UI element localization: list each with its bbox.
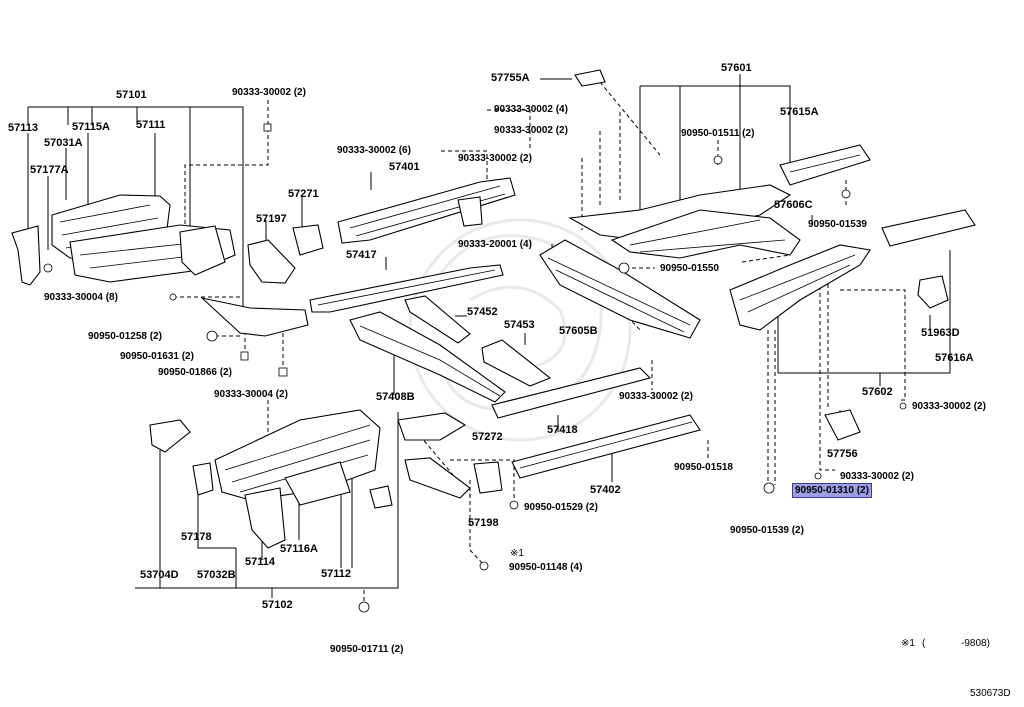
bolt-label-90333-30002-4[interactable]: 90333-30002 (4) [494, 104, 568, 115]
bolt-label-90950-01258-2[interactable]: 90950-01258 (2) [88, 331, 162, 342]
part-label-57453[interactable]: 57453 [504, 319, 535, 331]
bolt-label-90333-30002-2-a[interactable]: 90333-30002 (2) [232, 87, 306, 98]
part-label-57615a[interactable]: 57615A [780, 106, 819, 118]
part-label-57418[interactable]: 57418 [547, 424, 578, 436]
bolt-label-90950-01866-2[interactable]: 90950-01866 (2) [158, 367, 232, 378]
part-shapes [11, 69, 976, 613]
part-label-57602[interactable]: 57602 [862, 386, 893, 398]
footnote-open-paren: ( [922, 638, 926, 649]
diagram-id: 530673D [970, 688, 1011, 699]
part-label-57101[interactable]: 57101 [116, 89, 147, 101]
footnote-range: -9808) [961, 638, 990, 649]
part-label-53704d[interactable]: 53704D [140, 569, 179, 581]
part-label-57755a[interactable]: 57755A [491, 72, 530, 84]
bolt-label-90333-30002-2-c[interactable]: 90333-30002 (2) [458, 153, 532, 164]
part-label-57177a[interactable]: 57177A [30, 164, 69, 176]
part-label-57197[interactable]: 57197 [256, 213, 287, 225]
part-label-57606c[interactable]: 57606C [774, 199, 813, 211]
footnote-marker-callout: ※1 [510, 548, 524, 559]
bolt-label-90950-01539[interactable]: 90950-01539 [808, 219, 867, 230]
bolt-label-90950-01631-2[interactable]: 90950-01631 (2) [120, 351, 194, 362]
bolt-label-90333-30002-6[interactable]: 90333-30002 (6) [337, 145, 411, 156]
bolt-label-90333-30002-2-b[interactable]: 90333-30002 (2) [494, 125, 568, 136]
part-label-57402[interactable]: 57402 [590, 484, 621, 496]
bolt-label-90950-01148-4[interactable]: 90950-01148 (4) [509, 562, 583, 573]
bolt-label-90950-01529-2[interactable]: 90950-01529 (2) [524, 502, 598, 513]
part-label-57272[interactable]: 57272 [472, 431, 503, 443]
part-label-57452[interactable]: 57452 [467, 306, 498, 318]
part-label-57111[interactable]: 57111 [136, 119, 166, 131]
part-label-57113[interactable]: 57113 [8, 122, 38, 134]
part-label-57605b[interactable]: 57605B [559, 325, 598, 337]
bolt-label-90333-30002-2-d[interactable]: 90333-30002 (2) [912, 401, 986, 412]
bolt-label-90950-01310-2-highlighted[interactable]: 90950-01310 (2) [792, 483, 872, 498]
bolt-label-90333-20001-4[interactable]: 90333-20001 (4) [458, 239, 532, 250]
part-label-57271[interactable]: 57271 [288, 188, 319, 200]
part-label-57198[interactable]: 57198 [468, 517, 499, 529]
bolt-label-90333-30002-2-e[interactable]: 90333-30002 (2) [619, 391, 693, 402]
part-label-57116a[interactable]: 57116A [280, 543, 318, 555]
dashed-leader-lines [173, 81, 906, 603]
bolt-label-90950-01550[interactable]: 90950-01550 [660, 263, 719, 274]
bolt-label-90333-30004-2[interactable]: 90333-30004 (2) [214, 389, 288, 400]
part-label-57408b[interactable]: 57408B [376, 391, 415, 403]
part-label-57178[interactable]: 57178 [181, 531, 212, 543]
bolt-label-90950-01711-2[interactable]: 90950-01711 (2) [330, 644, 404, 655]
leader-lines [27, 74, 951, 598]
part-label-57032b[interactable]: 57032B [197, 569, 236, 581]
bolt-label-90333-30002-2-f[interactable]: 90333-30002 (2) [840, 471, 914, 482]
part-label-57115a[interactable]: 57115A [72, 121, 110, 133]
part-label-57401[interactable]: 57401 [389, 161, 420, 173]
part-label-57756[interactable]: 57756 [827, 448, 858, 460]
bolt-label-90950-01518[interactable]: 90950-01518 [674, 462, 733, 473]
footnote-symbol: ※1 [901, 638, 915, 649]
part-label-57031a[interactable]: 57031A [44, 137, 83, 149]
part-label-57601[interactable]: 57601 [721, 62, 752, 74]
bolt-label-90950-01539-2[interactable]: 90950-01539 (2) [730, 525, 804, 536]
bolt-label-90333-30004-8[interactable]: 90333-30004 (8) [44, 292, 118, 303]
part-label-57616a[interactable]: 57616A [935, 352, 974, 364]
part-label-57417[interactable]: 57417 [346, 249, 377, 261]
part-label-57114[interactable]: 57114 [245, 556, 275, 568]
bolt-label-90950-01511-2[interactable]: 90950-01511 (2) [681, 128, 755, 139]
part-label-51963d[interactable]: 51963D [921, 327, 960, 339]
part-label-57102[interactable]: 57102 [262, 599, 293, 611]
part-label-57112[interactable]: 57112 [321, 568, 351, 580]
